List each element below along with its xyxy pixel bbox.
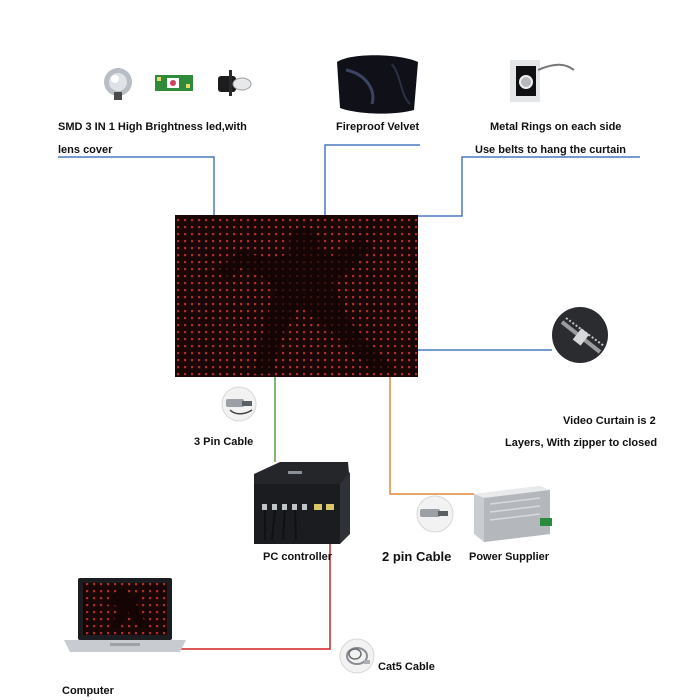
led-label-line1: SMD 3 IN 1 High Brightness led,with [58, 121, 247, 133]
velvet-label: Fireproof Velvet [336, 121, 420, 133]
laptop-picture [64, 578, 186, 652]
metal-ring-picture [510, 60, 575, 102]
power-supply-picture [474, 486, 552, 542]
three-pin-label: 3 Pin Cable [194, 436, 254, 448]
smd-pcb-picture [155, 75, 193, 91]
rings-label-line2: Use belts to hang the curtain [475, 144, 626, 156]
pc-controller-picture [254, 462, 350, 544]
led-bulb-picture [104, 68, 132, 100]
cat5-label: Cat5 Cable [378, 661, 435, 673]
led-label-line2: lens cover [58, 144, 113, 156]
velvet-connector-line [324, 144, 420, 216]
led-connector-line [58, 156, 215, 216]
velvet-picture [337, 55, 418, 114]
controller-label: PC controller [263, 551, 333, 563]
led-curtain-panel [175, 215, 418, 377]
three-pin-cable-picture [221, 386, 257, 422]
power-label: Power Supplier [469, 551, 550, 563]
zipper-label-line1: Video Curtain is 2 [563, 415, 656, 427]
two-pin-cable-line [389, 377, 474, 495]
lens-cover-picture [218, 70, 252, 96]
zipper-label-line2: Layers, With zipper to closed [505, 437, 658, 449]
cat5-cable-picture [339, 638, 375, 674]
rings-label-line1: Metal Rings on each side [490, 121, 622, 133]
computer-label: Computer [62, 685, 114, 697]
two-pin-cable-picture [416, 495, 454, 533]
zipper-picture [552, 307, 608, 363]
rings-connector-line [415, 156, 640, 217]
two-pin-label: 2 pin Cable [382, 549, 452, 564]
